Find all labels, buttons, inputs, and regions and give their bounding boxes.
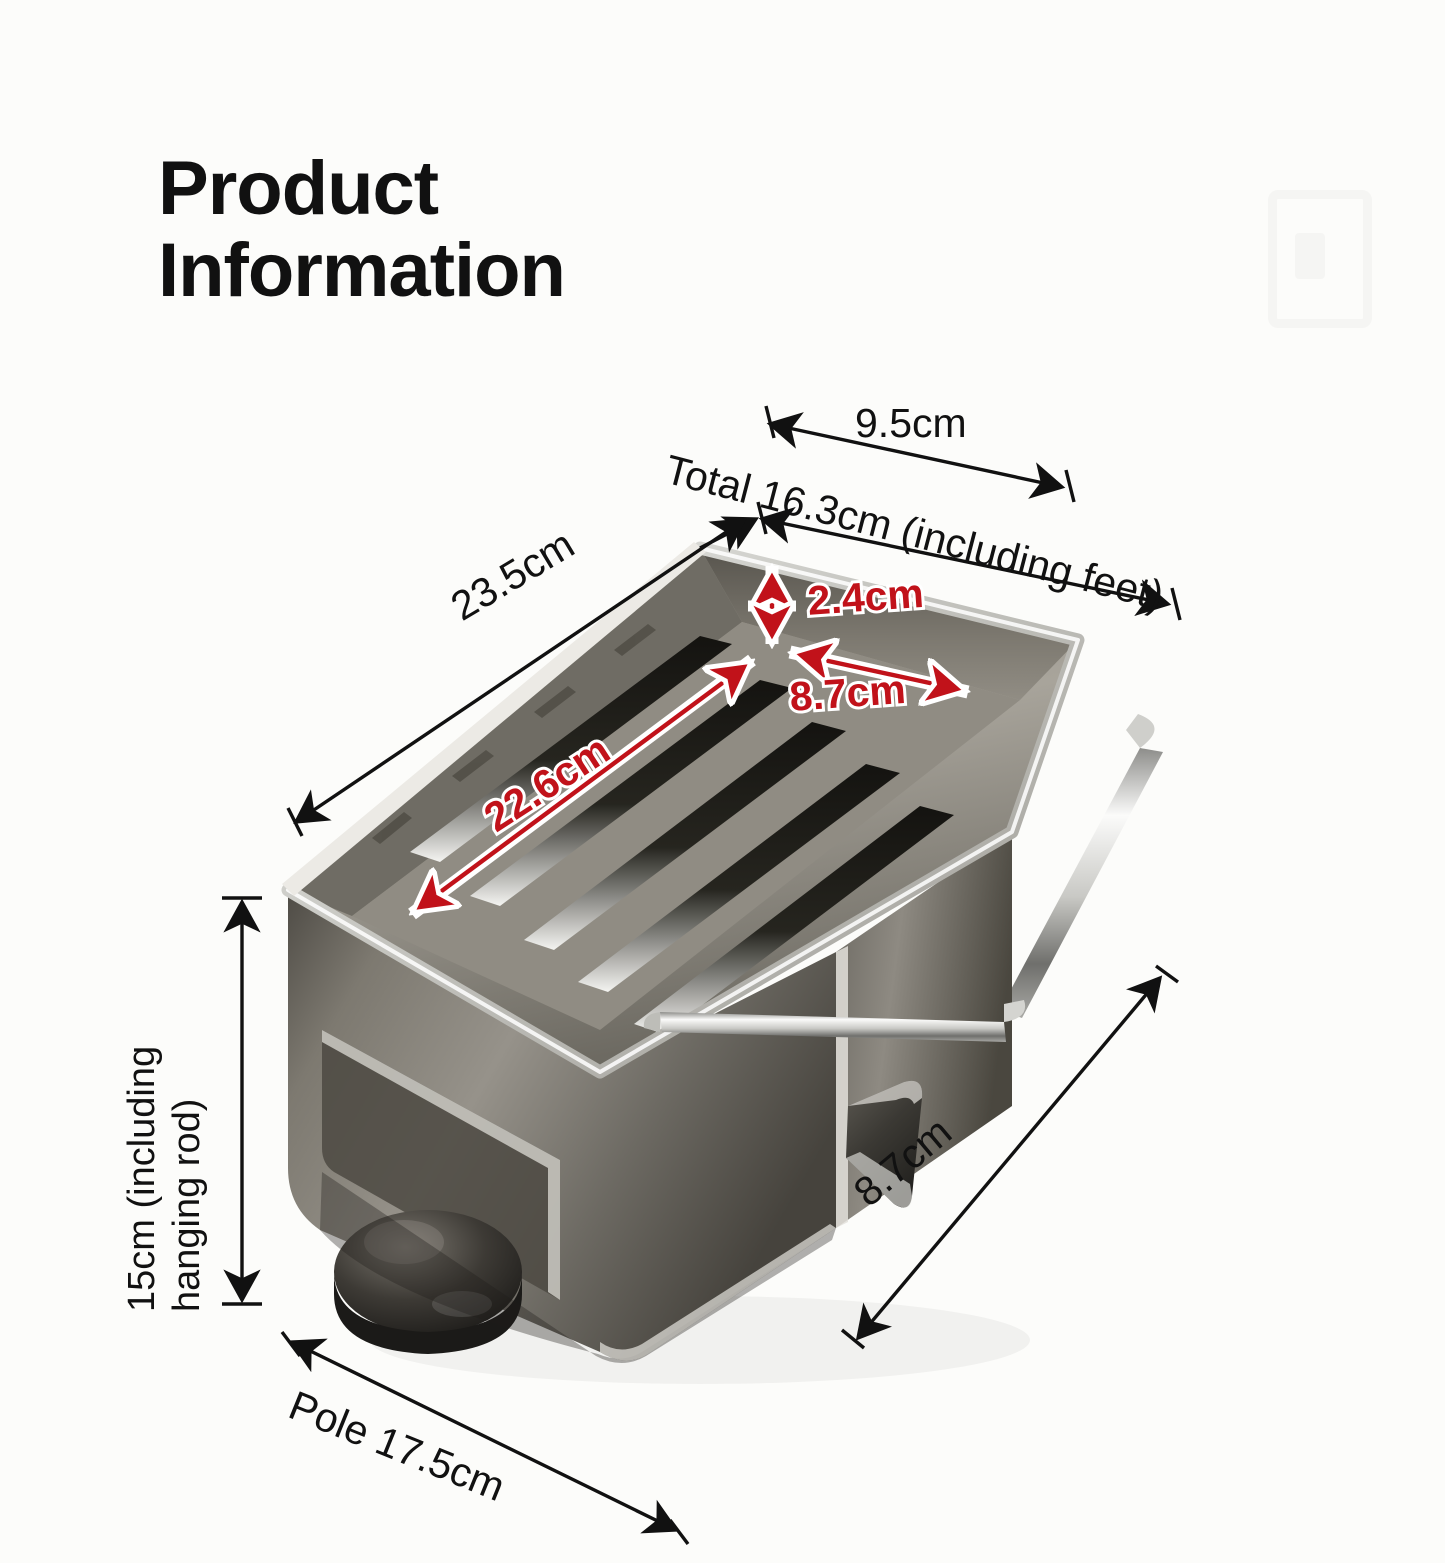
dimension-label-total-height: 15cm (including hanging rod) bbox=[121, 1045, 208, 1312]
dimension-label-top-width: 9.5cm bbox=[855, 400, 967, 446]
dimension-label-inner-height: 2.4cm bbox=[803, 567, 928, 627]
dimension-label-inner-width: 8.7cm bbox=[785, 663, 910, 723]
page-title: Product Information bbox=[158, 146, 566, 314]
watermark-icon bbox=[1268, 190, 1372, 328]
